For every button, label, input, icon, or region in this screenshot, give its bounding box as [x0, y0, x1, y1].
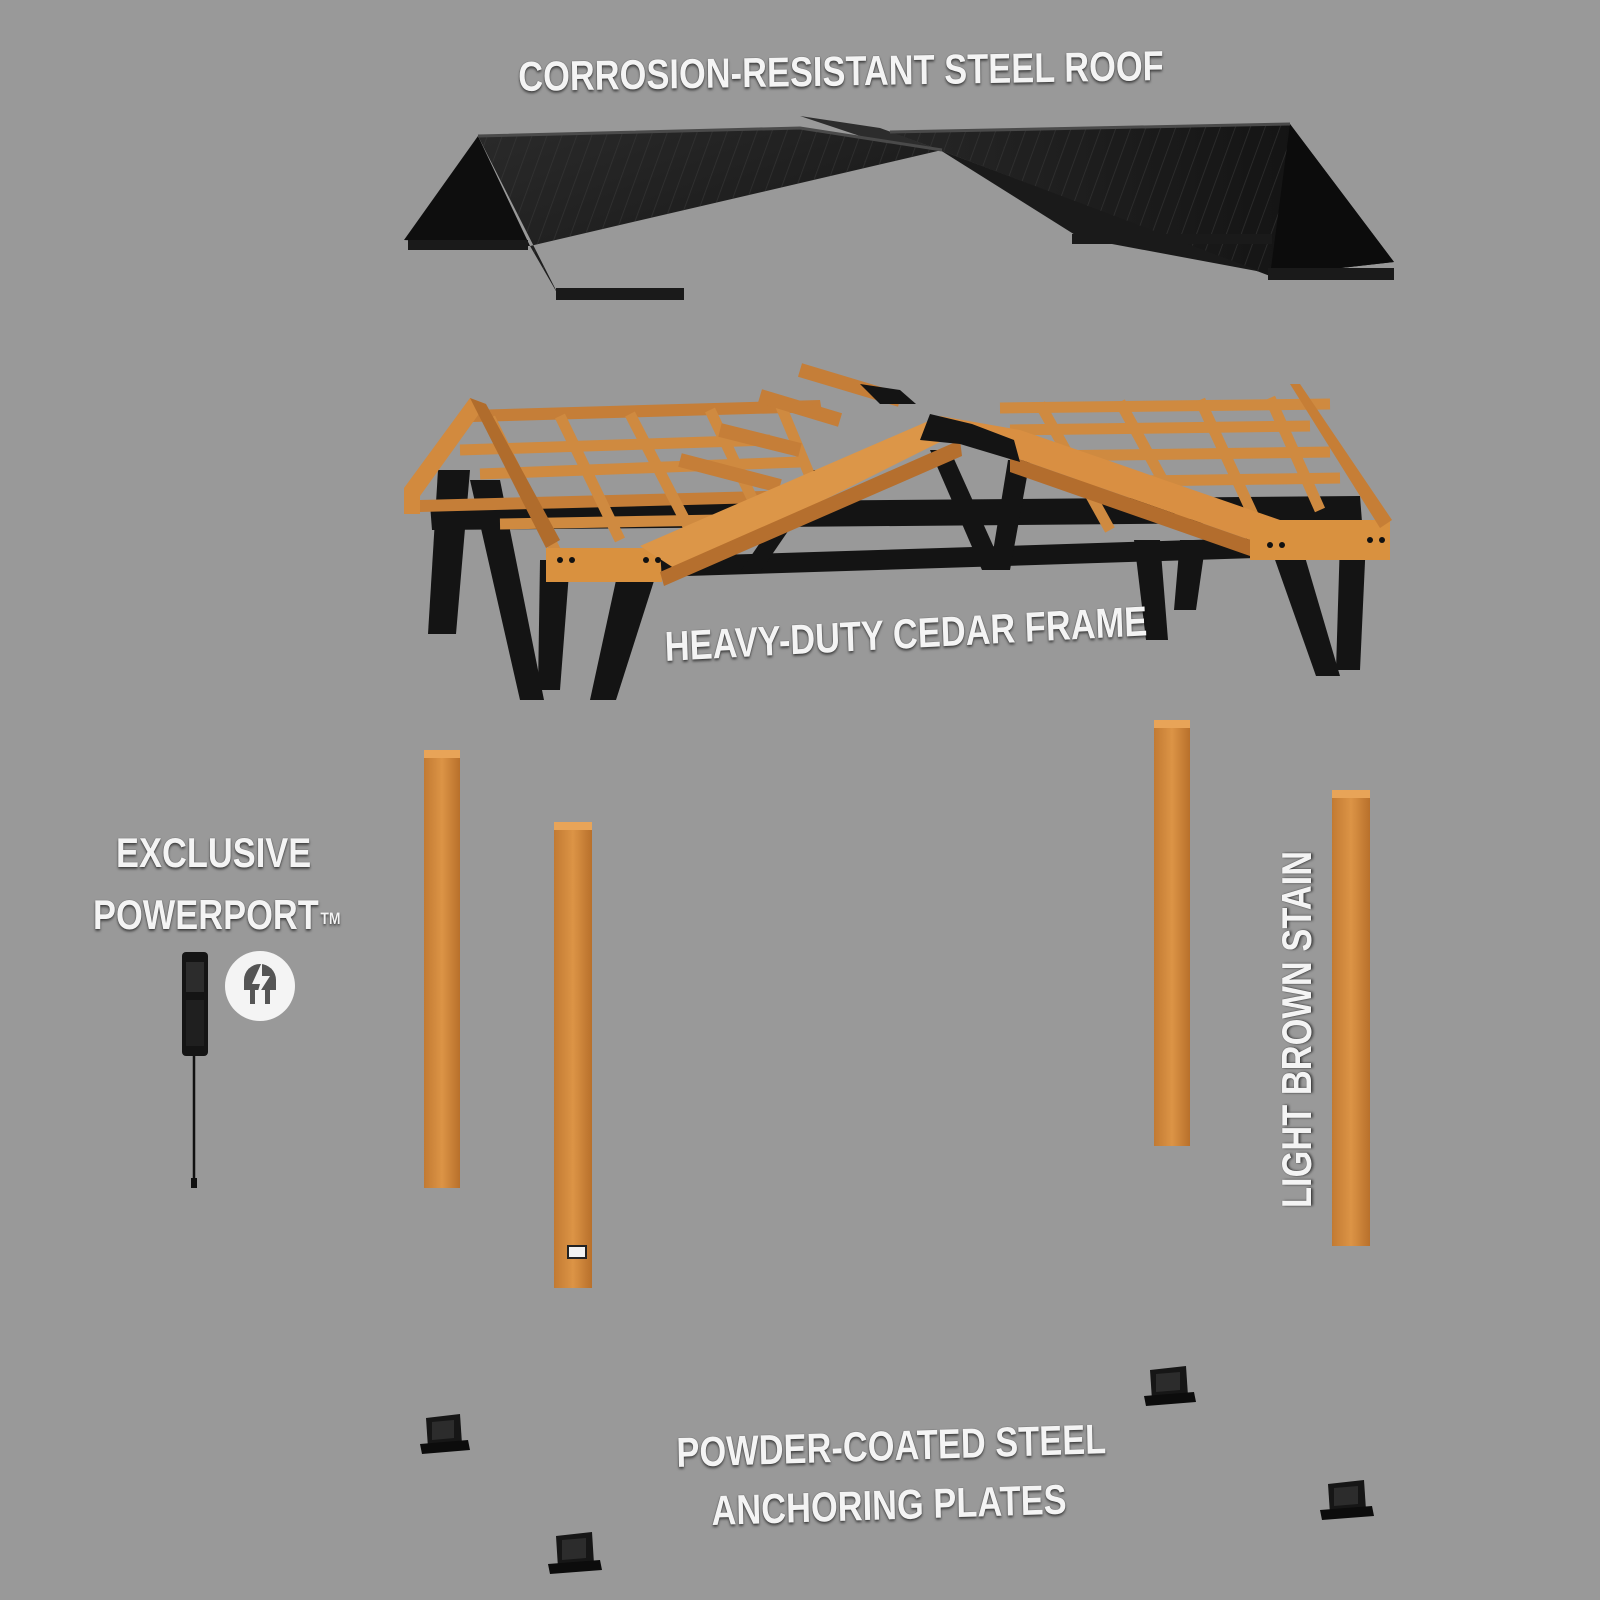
anchor-plate-front-left: [548, 1532, 602, 1574]
cedar-post-back-right: [1154, 720, 1190, 1146]
trademark-mark: TM: [320, 909, 341, 928]
anchor-plate-back-right: [1144, 1366, 1196, 1406]
cedar-post-front-left: [554, 822, 592, 1288]
plates-label-line2: ANCHORING PLATES: [710, 1475, 1068, 1534]
steel-roof: [404, 116, 1394, 300]
plug-lightning-icon: [225, 951, 295, 1021]
powerport-outlet-icon: [567, 1245, 587, 1259]
stain-label: LIGHT BROWN STAIN: [1273, 850, 1320, 1208]
roof-label: CORROSION-RESISTANT STEEL ROOF: [517, 42, 1164, 100]
cedar-post-back-left: [424, 750, 460, 1188]
powerport-label-line1: EXCLUSIVE: [116, 829, 312, 876]
powerport-label-line2: POWERPORTTM: [93, 894, 341, 936]
powerport-name: POWERPORT: [93, 891, 319, 938]
cedar-post-front-right: [1332, 790, 1370, 1246]
powerport-device: [182, 952, 208, 1188]
anchor-plate-front-right: [1320, 1480, 1374, 1520]
cedar-frame: [404, 363, 1392, 700]
anchor-plate-back-left: [420, 1414, 470, 1454]
